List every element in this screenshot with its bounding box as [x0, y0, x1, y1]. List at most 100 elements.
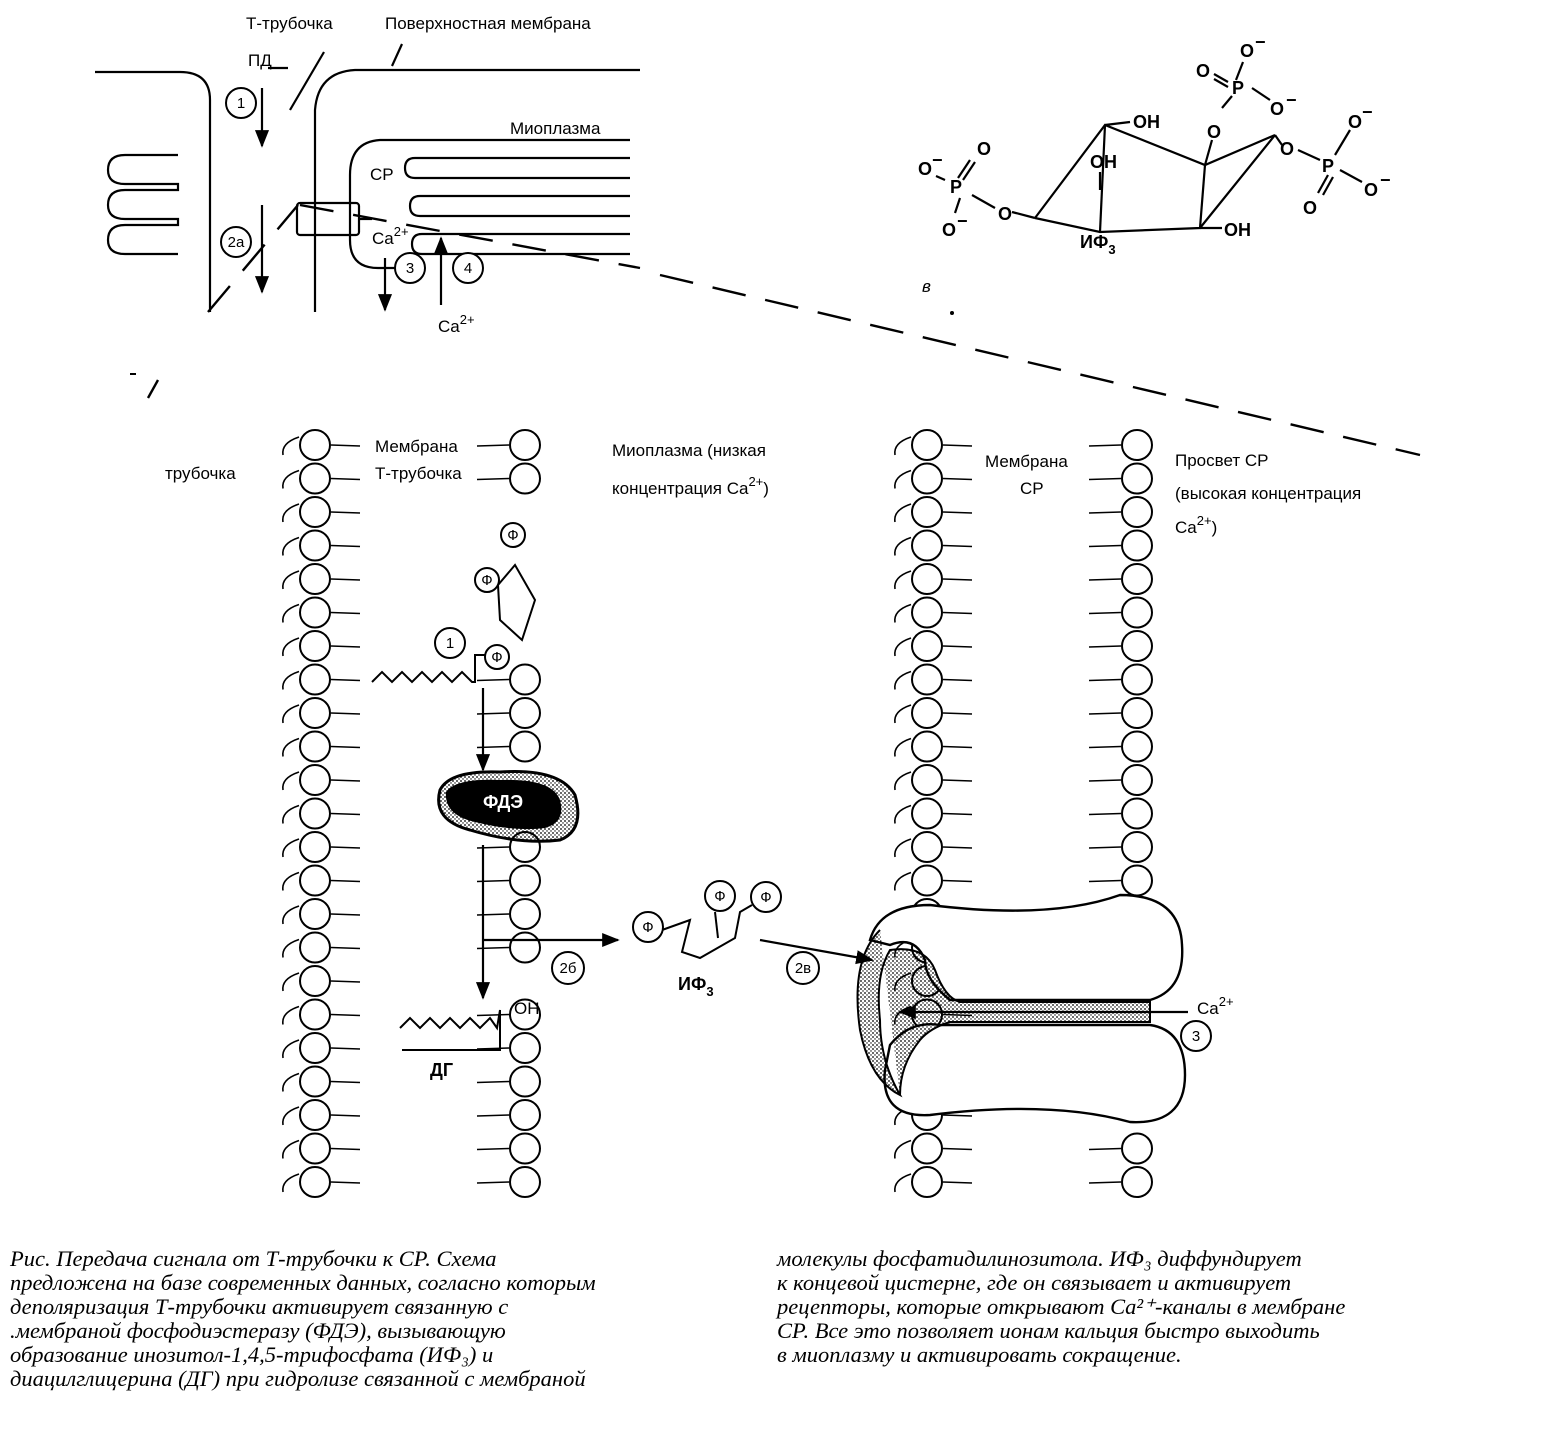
lipid-tail — [282, 1005, 300, 1025]
lipid-tail — [330, 1114, 361, 1117]
step-4-marker-top — [452, 252, 484, 284]
svg-text:P: P — [1322, 156, 1334, 176]
lipid-tail — [942, 678, 973, 682]
lipid-tail — [942, 544, 973, 548]
lipid-head — [1121, 630, 1153, 662]
lipid-tail — [894, 871, 912, 891]
lipid-tail — [1088, 578, 1122, 581]
lipid-tail — [282, 972, 300, 992]
lipid-tail — [1088, 678, 1122, 682]
lipid-tail — [942, 812, 973, 816]
lipid-tail — [330, 1147, 361, 1151]
lipid-tail — [1088, 1147, 1122, 1151]
lipid-tail — [330, 1080, 361, 1084]
lipid-tail — [894, 670, 912, 690]
lipid-head — [911, 596, 943, 629]
lipid-head — [911, 864, 943, 897]
lipid-tail — [330, 980, 361, 983]
lipid-head — [299, 496, 331, 528]
lipid-tail — [330, 879, 361, 883]
svg-text:1: 1 — [446, 635, 454, 652]
ip3-atom-labels: OH OH OH O P O O − O − O P O O − O − O P… — [918, 32, 1391, 315]
caption-line: СР. Все это позволяет ионам кальция быст… — [777, 1318, 1320, 1343]
lipid-head — [1121, 596, 1153, 629]
caption-line: .мембраной фосфодиэстеразу (ФДЭ), вызыва… — [10, 1318, 506, 1343]
caption-right: молекулы фосфатидилинозитола. ИФ₃ диффун… — [777, 1247, 1517, 1367]
lipid-tail — [894, 536, 912, 556]
svg-text:Ф: Ф — [481, 572, 492, 589]
lipid-head — [299, 998, 331, 1031]
lipid-head — [299, 1166, 331, 1198]
lipid-tail — [476, 1013, 510, 1017]
svg-text:P: P — [1232, 78, 1244, 98]
tubule-label: трубочка — [165, 464, 236, 483]
svg-text:Ф: Ф — [714, 888, 725, 905]
lipid-tail — [1088, 745, 1122, 749]
lipid-tail — [282, 771, 300, 791]
step-1-marker-top — [225, 87, 257, 119]
lipid-tail — [894, 603, 912, 623]
caption-line: деполяризация Т-трубочки активирует связ… — [10, 1294, 509, 1319]
lipid-head — [299, 831, 331, 863]
lipid-head — [911, 1132, 943, 1165]
lipid-tail — [894, 637, 912, 657]
caption-line: рецепторы, которые открывают Ca²⁺-каналы… — [777, 1294, 1346, 1319]
top-schematic — [95, 43, 640, 312]
lipid-head — [509, 1032, 541, 1064]
lipid-tail — [282, 838, 300, 858]
lipid-tail — [1088, 779, 1122, 782]
lipid-tail — [282, 436, 300, 456]
lipid-tail — [330, 946, 361, 950]
svg-text:O: O — [918, 159, 932, 179]
lipid-head — [299, 797, 331, 830]
lipid-tail — [894, 1139, 912, 1159]
pde-label: ФДЭ — [483, 792, 523, 812]
svg-text:OH: OH — [1133, 112, 1160, 132]
lipid-tail — [942, 511, 973, 514]
svg-text:OH: OH — [1090, 152, 1117, 172]
top-labels: Т-трубочка Поверхностная мембрана ПД Мио… — [246, 14, 601, 336]
pd-label: ПД — [248, 51, 272, 70]
svg-text:1: 1 — [237, 95, 245, 112]
svg-text:O: O — [1270, 99, 1284, 119]
lipid-head — [911, 429, 943, 461]
lipid-head — [509, 730, 541, 763]
lipid-tail — [330, 846, 361, 849]
lipid-head — [509, 898, 541, 930]
panel-letter: в — [922, 277, 931, 296]
lipid-tail — [894, 436, 912, 456]
step-3-marker — [1180, 1020, 1212, 1052]
lower-labels: трубочка Мембрана Т-трубочка Миоплазма (… — [165, 437, 1361, 1080]
lipid-head — [911, 797, 943, 830]
lipid-tail — [1088, 544, 1122, 548]
lipid-head — [299, 965, 331, 997]
lipid-tail — [476, 846, 510, 849]
svg-text:O: O — [1364, 180, 1378, 200]
lipid-head — [1121, 697, 1153, 729]
lipid-head — [1121, 496, 1153, 528]
svg-text:P: P — [950, 177, 962, 197]
dg-label: ДГ — [430, 1060, 453, 1080]
svg-text:ИФ3: ИФ3 — [1080, 232, 1116, 257]
sr-label-top: СР — [370, 165, 394, 184]
lipid-tail — [330, 745, 361, 749]
lipid-head — [299, 898, 331, 930]
lipid-head — [299, 1065, 331, 1098]
lipid-head — [1121, 529, 1153, 562]
step-3-marker-top — [394, 252, 426, 284]
lipid-head — [1121, 1132, 1153, 1165]
lipid-tail — [282, 536, 300, 556]
lipid-head — [509, 864, 541, 897]
caption-line: предложена на базе современных данных, с… — [10, 1270, 596, 1295]
lipid-tail — [282, 1173, 300, 1193]
svg-text:OH: OH — [1224, 220, 1251, 240]
lipid-tail — [330, 477, 361, 481]
svg-text:Ф: Ф — [760, 889, 771, 906]
lipid-tail — [894, 804, 912, 824]
zoom-dashed-lines — [207, 203, 1421, 457]
lipid-tail — [1088, 1181, 1122, 1184]
lipid-head — [509, 429, 541, 461]
lipid-tail — [330, 812, 361, 816]
lipid-head — [299, 663, 331, 696]
caption-left: Рис. Передача сигнала от Т-трубочки к СР… — [10, 1247, 760, 1391]
